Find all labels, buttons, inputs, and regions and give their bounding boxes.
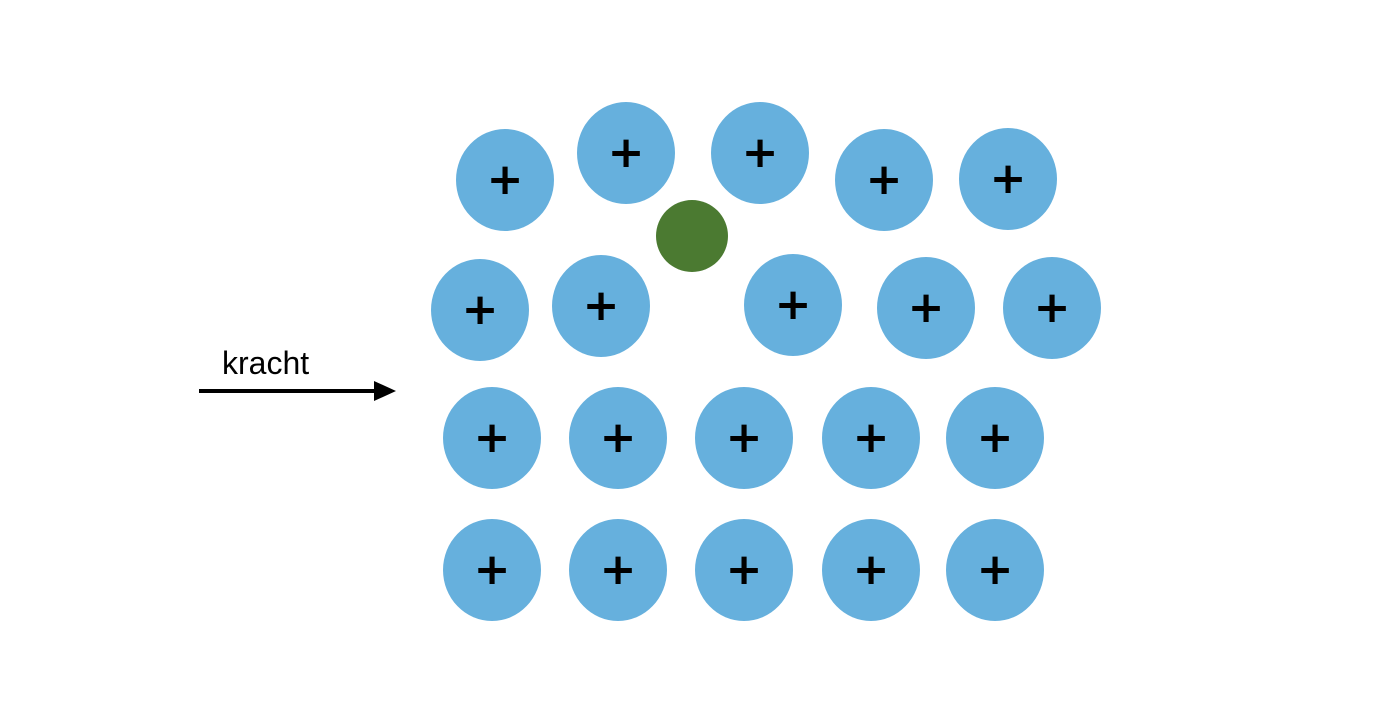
ion-plus-sign: + [474,544,511,595]
ion-plus-sign: + [977,412,1014,463]
ion-5: + [959,128,1057,230]
ion-circle [443,519,541,621]
ion-circle [744,254,842,356]
ion-plus-sign: + [775,279,812,330]
ion-plus-sign: + [608,127,645,178]
ion-plus-sign: + [726,412,763,463]
ion-20: + [946,519,1044,621]
ion-circle [695,519,793,621]
ion-plus-sign: + [853,412,890,463]
ion-circle [877,257,975,359]
ion-plus-sign: + [726,544,763,595]
ion-10: + [1003,257,1101,359]
ion-15: + [946,387,1044,489]
ion-plus-sign: + [977,544,1014,595]
ion-circle [946,387,1044,489]
ion-7: + [552,255,650,357]
ion-4: + [835,129,933,231]
ion-16: + [443,519,541,621]
ion-circle [569,519,667,621]
ion-circle [456,129,554,231]
ion-13: + [695,387,793,489]
ion-circle [822,519,920,621]
ion-8: + [744,254,842,356]
ion-12: + [569,387,667,489]
ion-18: + [695,519,793,621]
ion-circle [959,128,1057,230]
ion-plus-sign: + [853,544,890,595]
ion-plus-sign: + [1034,282,1071,333]
ion-3: + [711,102,809,204]
ion-plus-sign: + [866,154,903,205]
force-arrow [199,381,396,401]
ion-9: + [877,257,975,359]
force-label: kracht [222,345,309,381]
force-arrow-head [374,381,396,401]
ion-2: + [577,102,675,204]
ion-circle [822,387,920,489]
ion-circle [569,387,667,489]
ion-lattice: + + + + + + + + + + + + + + + + + + + + [431,102,1101,621]
ion-plus-sign: + [742,127,779,178]
ion-plus-sign: + [600,412,637,463]
ion-plus-sign: + [462,284,499,335]
ion-1: + [456,129,554,231]
ion-plus-sign: + [487,154,524,205]
ion-circle [431,259,529,361]
ion-plus-sign: + [600,544,637,595]
ion-circle [577,102,675,204]
ion-circle [443,387,541,489]
ion-6: + [431,259,529,361]
ion-circle [552,255,650,357]
ion-circle [835,129,933,231]
ion-19: + [822,519,920,621]
ion-plus-sign: + [908,282,945,333]
ion-plus-sign: + [474,412,511,463]
ion-plus-sign: + [583,280,620,331]
ion-17: + [569,519,667,621]
ion-circle [695,387,793,489]
ion-circle [711,102,809,204]
impurity-atom [656,200,728,272]
ion-14: + [822,387,920,489]
ion-plus-sign: + [990,153,1027,204]
ion-circle [1003,257,1101,359]
ion-circle [946,519,1044,621]
ion-11: + [443,387,541,489]
